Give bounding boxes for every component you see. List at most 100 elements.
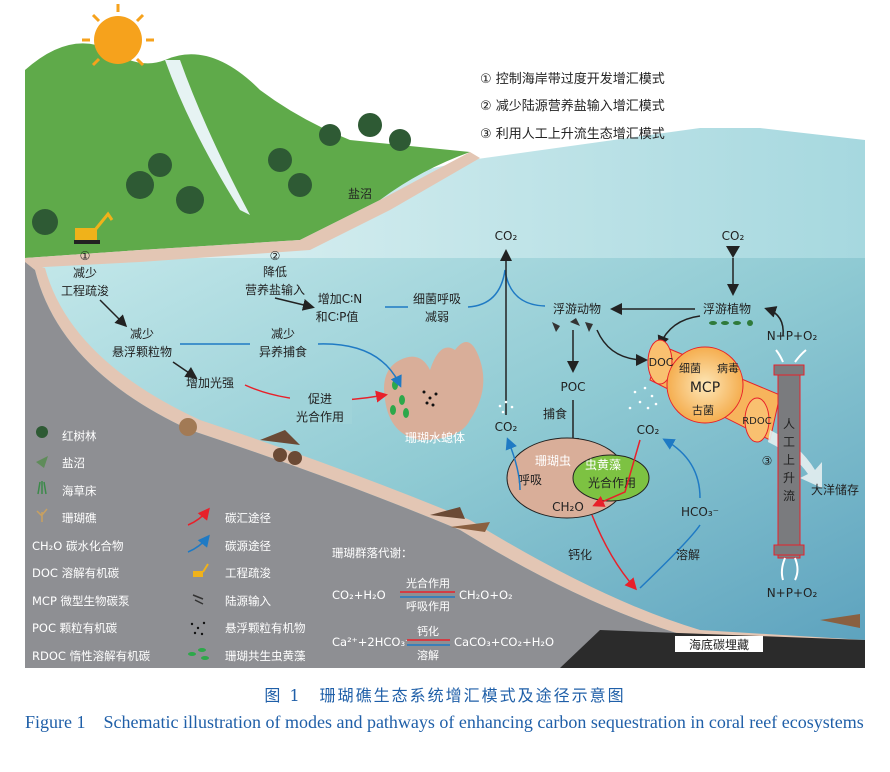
salt-marsh-icon xyxy=(36,456,48,468)
burial-bg xyxy=(675,636,763,652)
heterotroph-2: 异养捕食 xyxy=(259,344,307,359)
inflow-arrows xyxy=(780,557,799,581)
modes-legend: ① 控制海岸带过度开发增汇模式 ② 减少陆源营养盐输入增汇模式 ③ 利用人工上升… xyxy=(480,71,665,142)
cn-ratio-1: 增加C∶N xyxy=(318,292,362,306)
legend-mcp: MCP 微型生物碳泵 xyxy=(32,594,130,608)
cube-corner xyxy=(760,128,865,140)
legend-poc: POC 颗粒有机碳 xyxy=(32,621,118,635)
nutrients-bottom: N+P+O₂ xyxy=(767,586,818,600)
source-arrow xyxy=(317,343,402,388)
zooxanthellae-icon xyxy=(188,648,209,660)
mode3-marker: ③ xyxy=(762,454,773,468)
reduce-spm-2: 悬浮颗粒物 xyxy=(112,344,172,359)
excavator-icon xyxy=(74,211,114,244)
legend-doc: DOC 溶解有机碳 xyxy=(32,566,120,580)
eq2-bottom: 溶解 xyxy=(417,648,439,662)
legend-left: 红树林 盐沼 海草床 珊瑚礁 CH₂O 碳水化合物 DOC 溶解有机碳 MCP … xyxy=(32,426,151,663)
virus-label: 病毒 xyxy=(717,361,739,375)
coral-reef-icon xyxy=(36,508,48,522)
particles-icon xyxy=(422,390,438,407)
seabed xyxy=(25,262,865,668)
upwelling-char: 工 xyxy=(783,435,795,449)
upwelling-char: 上 xyxy=(783,453,795,467)
legend-mid: 碳汇途径 碳源途径 工程疏浚 陆源输入 悬浮颗粒有机物 珊瑚共生虫黄藻 xyxy=(187,507,306,663)
zoox-label: 虫黄藻 xyxy=(585,458,621,472)
arrow xyxy=(99,299,128,328)
legend-source: 碳源途径 xyxy=(225,539,271,553)
legend-salt-marsh: 盐沼 xyxy=(62,456,85,470)
source-line xyxy=(467,269,546,308)
legend-sink: 碳汇途径 xyxy=(225,511,271,525)
light-label: 增加光强 xyxy=(186,376,234,390)
source-arrow xyxy=(662,438,701,499)
upwelling-label: 人 工 上 升 流 xyxy=(783,417,795,503)
beach xyxy=(25,152,480,268)
legend-seagrass: 海草床 xyxy=(62,484,97,498)
sink-arrow xyxy=(592,439,641,507)
reduce-label: 减少 xyxy=(73,266,97,280)
caption-en: Figure 1 Schematic illustration of modes… xyxy=(25,712,864,732)
legend-dredging: 工程疏浚 xyxy=(225,566,271,580)
respiration-label: 呼吸 xyxy=(518,473,542,487)
mcp-label: MCP xyxy=(690,380,720,396)
land-input-icon xyxy=(192,594,204,605)
calcification-label: 钙化 xyxy=(568,548,592,562)
predation-label: 捕食 xyxy=(543,406,567,421)
zooplankton-label: 浮游动物 xyxy=(553,302,601,316)
poc-label: POC xyxy=(560,380,585,394)
sun-icon xyxy=(82,4,154,67)
bacterial-resp-2: 减弱 xyxy=(425,310,449,324)
upwelling-char: 升 xyxy=(783,471,795,485)
caption-cn: 图 1 珊瑚礁生态系统增汇模式及途径示意图 xyxy=(264,686,626,705)
burial-label: 海底碳埋藏 xyxy=(689,637,749,652)
microbial-carbon-pump: DOC 细菌 病毒 MCP 古菌 RDOC xyxy=(647,339,781,443)
eq2-right: CaCO₃+CO₂+H₂O xyxy=(454,635,554,649)
source-arrow xyxy=(505,437,521,491)
dissolution-label: 溶解 xyxy=(676,547,700,562)
legend-rdoc: RDOC 惰性溶解有机碳 xyxy=(32,649,151,663)
mode2-marker: ② xyxy=(270,249,281,263)
arrow xyxy=(596,329,648,366)
bacteria-label: 细菌 xyxy=(679,362,701,375)
mangrove-trees xyxy=(32,113,411,235)
archaea-label: 古菌 xyxy=(692,404,714,417)
coral-polyp-body xyxy=(384,342,484,440)
reduce-spm-1: 减少 xyxy=(130,327,154,341)
polyp-body-label: 珊瑚水螅体 xyxy=(405,430,465,445)
co2-released: CO₂ xyxy=(637,423,660,437)
label-bg xyxy=(290,390,352,424)
sink-arrow-icon xyxy=(187,507,210,526)
eq2-left: Ca²⁺+2HCO₃⁻ xyxy=(332,635,411,649)
upwelling-char: 人 xyxy=(783,417,795,431)
co2-respired: CO₂ xyxy=(495,420,518,434)
metabolism-title: 珊瑚群落代谢： xyxy=(332,546,413,560)
phytoplankton-icon xyxy=(709,320,753,326)
hco3-label: HCO₃⁻ xyxy=(681,505,719,519)
legend-land-input: 陆源输入 xyxy=(225,594,271,608)
co2-atm-left: CO₂ xyxy=(495,229,518,243)
land-hills xyxy=(25,43,470,259)
co2-atm-right: CO₂ xyxy=(722,229,745,243)
eq1-top: 光合作用 xyxy=(406,576,450,590)
mode-2: ② 减少陆源营养盐输入增汇模式 xyxy=(480,98,665,114)
excavator-icon xyxy=(193,563,209,577)
eq1-left: CO₂+H₂O xyxy=(332,588,386,602)
particles-icon xyxy=(190,621,206,636)
nutrient-label: 营养盐输入 xyxy=(245,282,305,297)
zooplankton-icon xyxy=(552,318,593,332)
legend-coral-reef: 珊瑚礁 xyxy=(62,511,97,525)
co2-uptake-icon xyxy=(726,246,740,258)
mode-3: ③ 利用人工上升流生态增汇模式 xyxy=(480,127,665,142)
eq2-top: 钙化 xyxy=(417,624,439,638)
outflow-arrows xyxy=(775,349,807,363)
river xyxy=(165,60,250,215)
ocean-storage-label: 大洋储存 xyxy=(811,482,859,497)
eq1-right: CH₂O+O₂ xyxy=(459,588,513,602)
metabolism-equations: 珊瑚群落代谢： CO₂+H₂O 光合作用 呼吸作用 CH₂O+O₂ Ca²⁺+2… xyxy=(332,546,554,662)
doc-label: DOC xyxy=(649,356,674,369)
source-arrow-icon xyxy=(187,534,210,553)
co2-bubbles xyxy=(498,386,658,414)
promote-2: 光合作用 xyxy=(296,409,344,424)
bacterial-resp-1: 细菌呼吸 xyxy=(413,292,461,306)
mangrove-icon xyxy=(36,426,48,438)
